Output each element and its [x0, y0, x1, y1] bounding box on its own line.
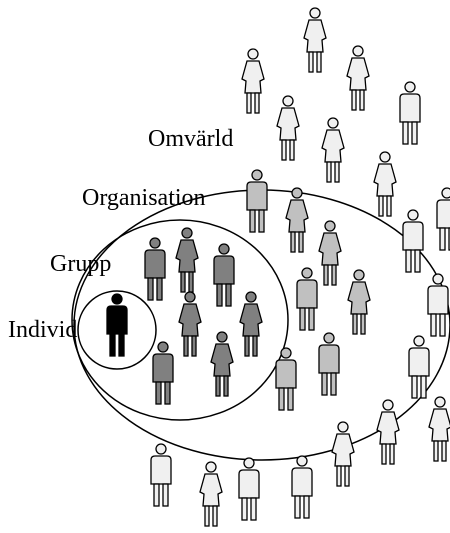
world-person-icon: [238, 457, 260, 521]
world-person-icon: [303, 7, 327, 73]
organisation-person-icon: [275, 347, 297, 411]
group-person-icon: [152, 341, 174, 405]
world-person-icon: [150, 443, 172, 507]
world-person-icon: [291, 455, 313, 519]
group-person-icon: [144, 237, 166, 301]
organisation-person-icon: [318, 332, 340, 396]
organisation-person-icon: [318, 220, 342, 286]
world-person-icon: [408, 335, 430, 399]
group-person-icon: [213, 243, 235, 307]
organisation-person-icon: [347, 269, 371, 335]
individual-person-icon: [106, 293, 128, 357]
world-person-icon: [241, 48, 265, 114]
world-person-icon: [373, 151, 397, 217]
group-person-icon: [239, 291, 263, 357]
group-circle: [71, 219, 289, 421]
world-person-icon: [276, 95, 300, 161]
label-individ: Individ: [8, 317, 77, 343]
world-person-icon: [399, 81, 421, 145]
label-omvarld: Omvärld: [148, 126, 233, 152]
organisation-person-icon: [296, 267, 318, 331]
people-figures: [106, 7, 450, 527]
world-person-icon: [402, 209, 424, 273]
organisation-person-icon: [285, 187, 309, 253]
world-person-icon: [436, 187, 450, 251]
group-person-icon: [175, 227, 199, 293]
world-person-icon: [199, 461, 223, 527]
group-person-icon: [178, 291, 202, 357]
group-person-icon: [210, 331, 234, 397]
world-person-icon: [321, 117, 345, 183]
world-person-icon: [331, 421, 355, 487]
world-person-icon: [346, 45, 370, 111]
label-organisation: Organisation: [82, 185, 206, 211]
label-grupp: Grupp: [50, 251, 111, 277]
individual-circle: [77, 290, 157, 370]
world-person-icon: [428, 396, 450, 462]
world-person-icon: [427, 273, 449, 337]
world-person-icon: [376, 399, 400, 465]
organisation-person-icon: [246, 169, 268, 233]
